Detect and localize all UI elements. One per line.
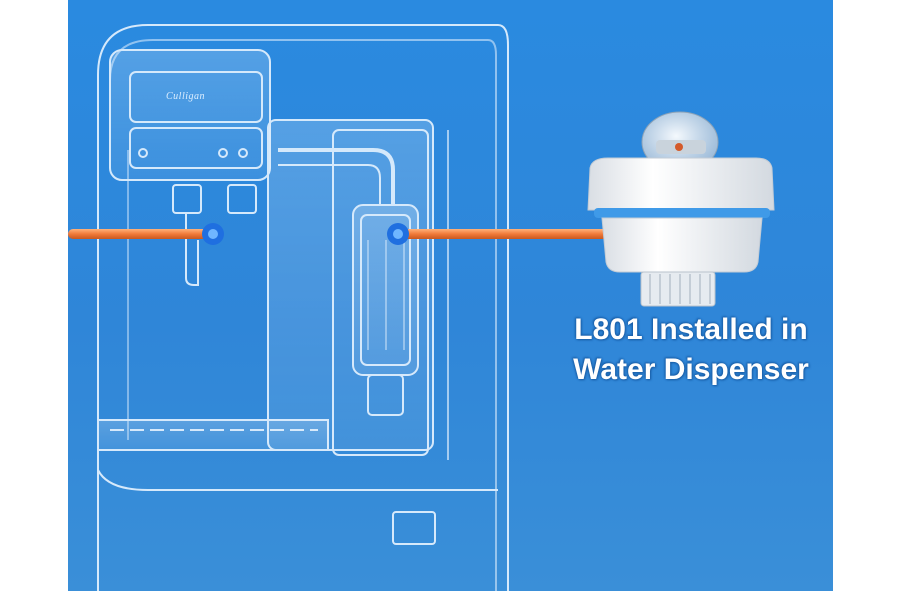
right-tube <box>398 229 613 239</box>
water-dispenser-illustration <box>68 24 775 591</box>
left-tube <box>68 229 210 239</box>
caption-line-1: L801 Installed in <box>574 313 808 346</box>
brand-logo: Culligan <box>166 91 206 102</box>
caption-line-2: Water Dispenser <box>573 353 809 386</box>
scene-canvas: Culligan L801 Installed in Water Dispens… <box>68 0 833 591</box>
l801-sensor <box>587 111 775 307</box>
dispenser-body <box>97 24 509 591</box>
water-tubes <box>68 223 613 245</box>
caption: L801 Installed in Water Dispenser <box>556 310 826 390</box>
